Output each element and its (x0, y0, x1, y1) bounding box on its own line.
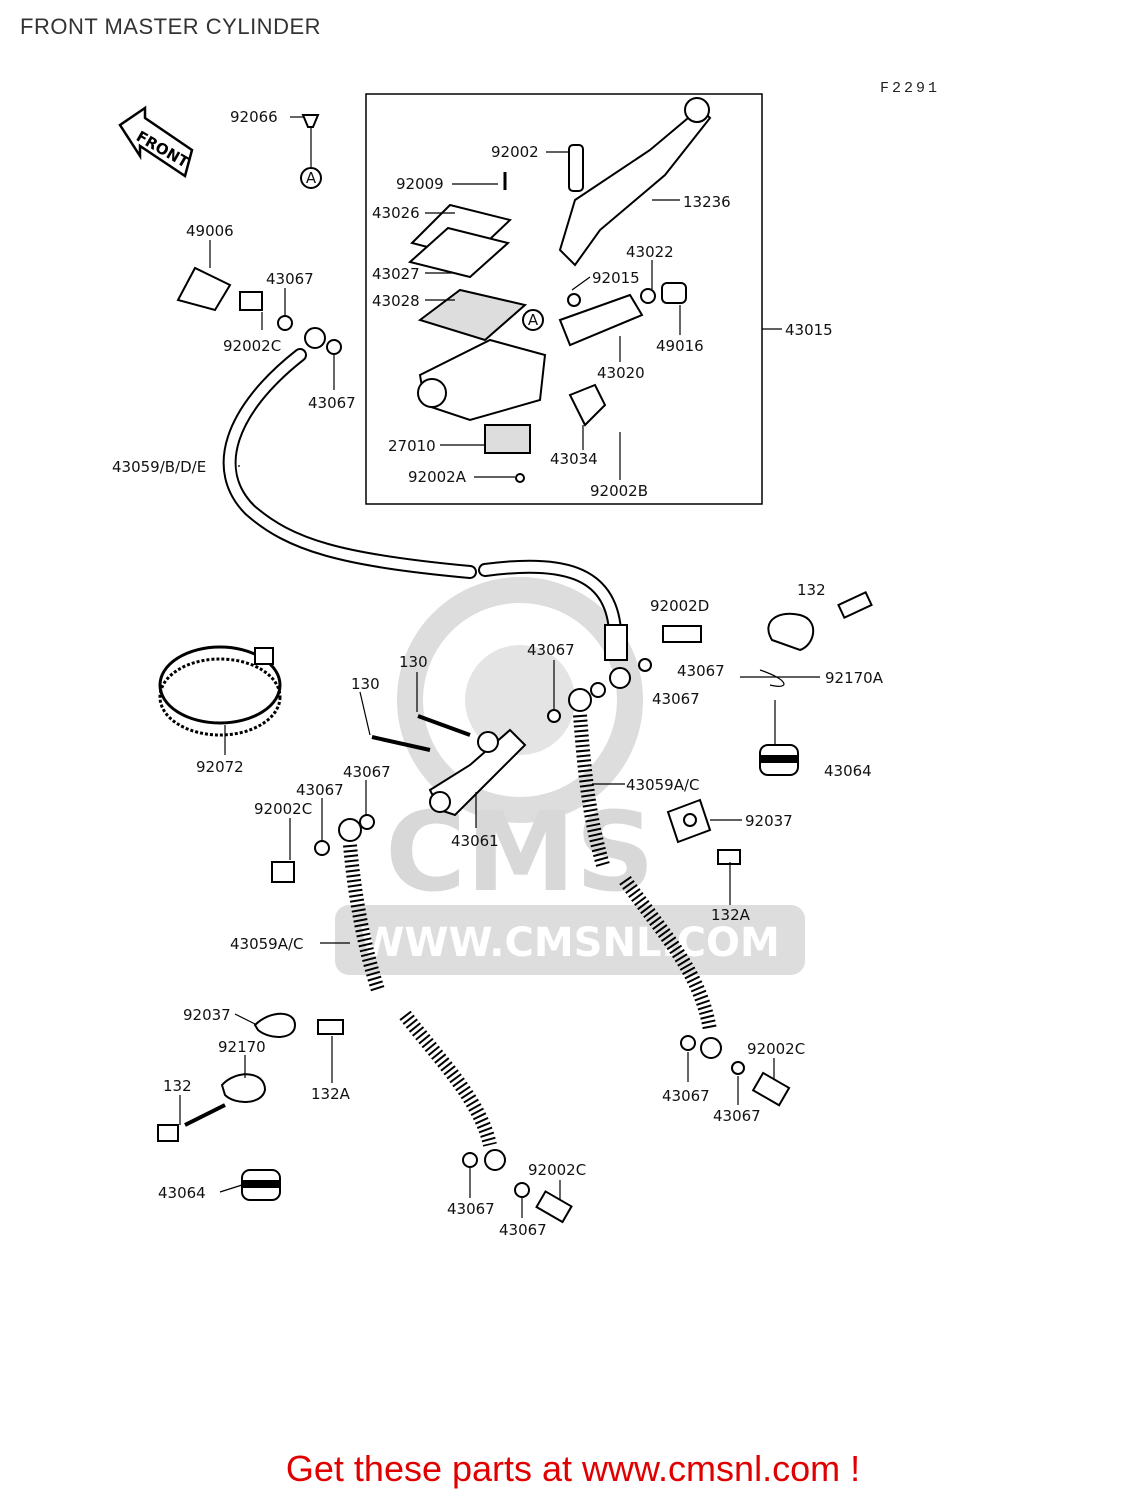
label-43064-b: 43064 (158, 1184, 206, 1202)
label-92015: 92015 (592, 269, 640, 287)
label-43015: 43015 (785, 321, 833, 339)
reference-marker-a: A A (300, 167, 544, 331)
label-43067-h: 43067 (662, 1087, 710, 1105)
brake-lever (558, 106, 712, 267)
label-43067-d: 43067 (527, 641, 575, 659)
label-132a-a: 132A (711, 906, 751, 924)
label-92002c-a: 92002C (223, 337, 281, 355)
label-43067-b: 43067 (308, 394, 356, 412)
label-92002: 92002 (491, 143, 539, 161)
figure-code: F2291 (880, 80, 941, 97)
switch-27010 (484, 424, 531, 454)
parts (176, 97, 712, 483)
footer-link-text[interactable]: Get these parts at www.cmsnl.com ! (285, 1448, 861, 1489)
clamp (568, 383, 607, 427)
label-13236: 13236 (683, 193, 731, 211)
label-43034: 43034 (550, 450, 598, 468)
label-43059-b-d-e: 43059/B/D/E (112, 458, 206, 476)
leader-lines (179, 116, 820, 1218)
label-43059a-c-a: 43059A/C (626, 776, 700, 794)
brake-hoses-43059-a-c (338, 688, 722, 1171)
label-43028: 43028 (372, 292, 420, 310)
page-title: FRONT MASTER CYLINDER (20, 14, 322, 39)
label-92002c-d: 92002C (528, 1161, 586, 1179)
cap-49006 (176, 266, 232, 312)
label-27010: 27010 (388, 437, 436, 455)
piston-assembly (558, 293, 644, 347)
label-43067-c: 43067 (677, 662, 725, 680)
label-92170a: 92170A (825, 669, 884, 687)
label-49006: 49006 (186, 222, 234, 240)
watermark: CMS WWW.CMSNL.COM (335, 577, 805, 975)
label-43067-f: 43067 (343, 763, 391, 781)
joint-43061 (271, 625, 702, 883)
diaphragm (417, 288, 528, 342)
label-43064-a: 43064 (824, 762, 872, 780)
label-43067-j: 43067 (447, 1200, 495, 1218)
label-92002c-c: 92002C (747, 1040, 805, 1058)
label-49016: 49016 (656, 337, 704, 355)
label-43020: 43020 (597, 364, 645, 382)
lever-pivot-bolt (568, 144, 584, 192)
label-132-b: 132 (163, 1077, 192, 1095)
label-43067-g: 43067 (296, 781, 344, 799)
watermark-url: WWW.CMSNL.COM (360, 920, 780, 966)
front-arrow-icon: FRONT (118, 105, 194, 179)
svg-text:A: A (306, 169, 317, 187)
parts-diagram: CMS WWW.CMSNL.COM FRONT A A (112, 93, 884, 1239)
label-92037-a: 92037 (745, 812, 793, 830)
label-43061: 43061 (451, 832, 499, 850)
label-130-b: 130 (351, 675, 380, 693)
label-43067-a: 43067 (266, 270, 314, 288)
label-92002b: 92002B (590, 482, 648, 500)
label-43022: 43022 (626, 243, 674, 261)
label-92037-b: 92037 (183, 1006, 231, 1024)
left-mount-hardware (157, 1012, 573, 1224)
label-43067-i: 43067 (713, 1107, 761, 1125)
label-130-a: 130 (399, 653, 428, 671)
watermark-logo: CMS (385, 788, 654, 916)
label-92072: 92072 (196, 758, 244, 776)
label-92066: 92066 (230, 108, 278, 126)
label-92002a: 92002A (408, 468, 467, 486)
label-132a-b: 132A (311, 1085, 351, 1103)
label-92002d: 92002D (650, 597, 709, 615)
label-43067-k: 43067 (499, 1221, 547, 1239)
part-labels: 92066 92002 92009 43026 13236 49006 4302… (112, 108, 884, 1239)
svg-text:A: A (528, 311, 539, 329)
label-92009: 92009 (396, 175, 444, 193)
label-92002c-b: 92002C (254, 800, 312, 818)
label-43026: 43026 (372, 204, 420, 222)
hose-clamp-band-92072 (158, 645, 282, 737)
assembly-frame-43015 (365, 93, 763, 505)
bleeder-cap (301, 114, 320, 128)
label-43027: 43027 (372, 265, 420, 283)
right-mount-hardware (666, 590, 873, 1107)
label-92170: 92170 (218, 1038, 266, 1056)
label-43067-e: 43067 (652, 690, 700, 708)
label-132-a: 132 (797, 581, 826, 599)
label-43059a-c-b: 43059A/C (230, 935, 304, 953)
brake-hose-43059-b-d-e (222, 348, 631, 689)
